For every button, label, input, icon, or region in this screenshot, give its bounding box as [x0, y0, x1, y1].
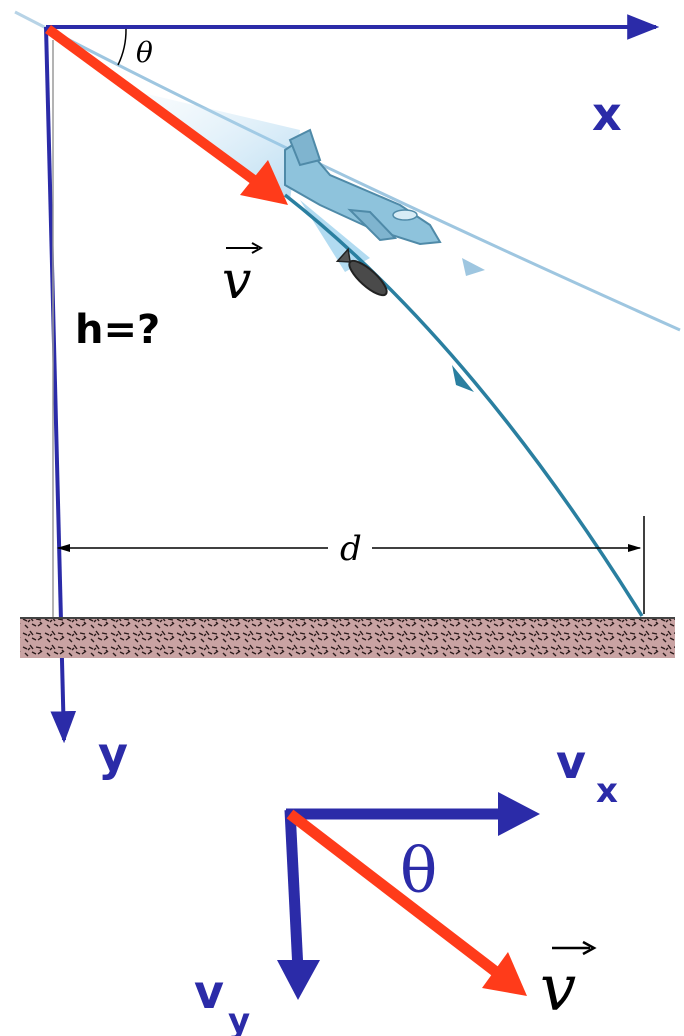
y-axis-label: y — [98, 727, 128, 781]
vy-arrow — [284, 809, 304, 971]
theta-label-bottom: θ — [400, 834, 437, 907]
vy-label: v — [194, 965, 224, 1019]
v-arrow-bottom — [286, 809, 504, 980]
plane-path — [49, 28, 681, 332]
v-vector-label-bottom: v — [540, 940, 597, 1026]
plane-path-arrow — [462, 258, 485, 276]
bomb-path-arrow — [452, 365, 474, 392]
bomb-path — [283, 193, 644, 617]
svg-text:v: v — [222, 251, 251, 311]
jet-plane-icon — [284, 128, 442, 246]
theta-label-top: θ — [136, 36, 153, 69]
theta-arc-top — [117, 28, 127, 66]
vx-label: v — [556, 735, 586, 789]
v-arrowhead-bottom — [482, 952, 527, 996]
svg-text:v: v — [540, 952, 576, 1026]
v-vector-label-top: v — [222, 242, 264, 311]
distance-label: d — [340, 529, 362, 569]
vy-subscript: y — [228, 1001, 250, 1036]
x-axis-label: x — [592, 87, 622, 141]
vx-subscript: x — [596, 771, 618, 811]
vx-arrowhead — [498, 792, 540, 836]
ground — [20, 618, 675, 658]
bomb-icon — [335, 247, 388, 297]
height-question-label: h=? — [75, 307, 160, 353]
vy-arrowhead — [277, 960, 320, 1000]
velocity-arrow-top — [45, 24, 288, 205]
dive-line-extension — [14, 10, 51, 32]
